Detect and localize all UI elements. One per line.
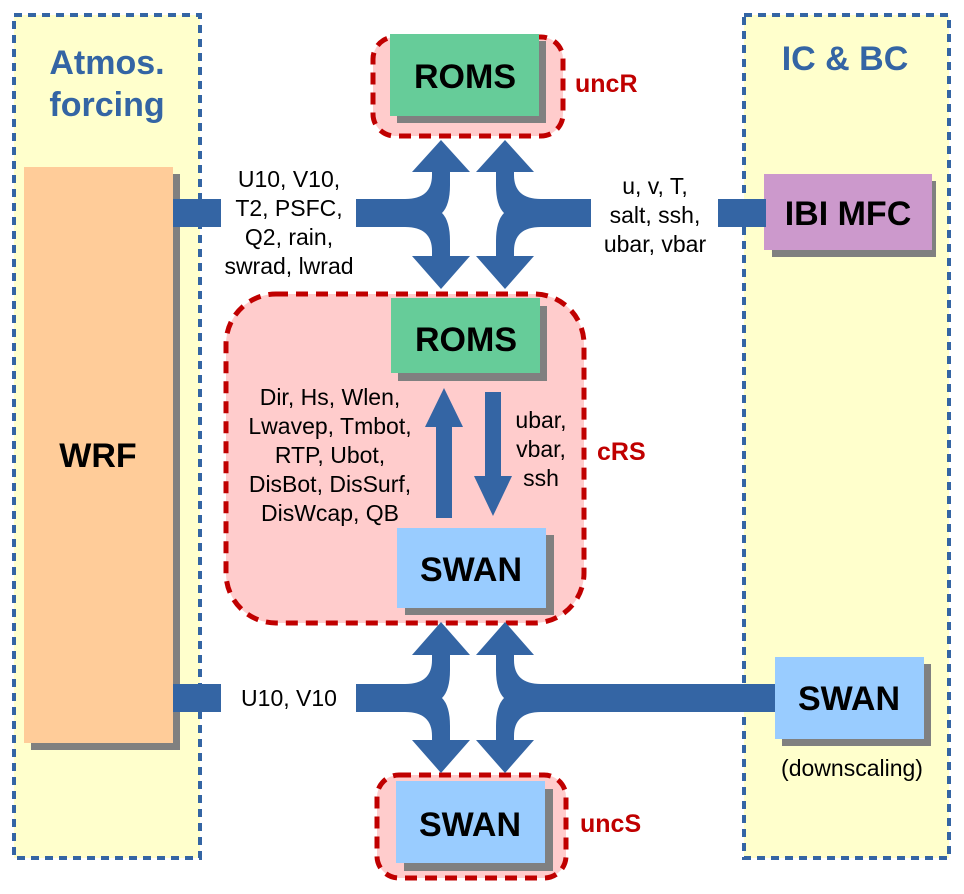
coupled-roms-swan-group: ROMS SWAN Dir, Hs, Wlen, Lwavep, Tmbot, … (223, 291, 646, 626)
wrf-to-roms-var-0: U10, V10, (238, 166, 340, 192)
swan-downscaling-note: (downscaling) (781, 755, 923, 781)
roms-uncoupled-label: ROMS (414, 58, 516, 96)
ibi-mfc-box: IBI MFC (764, 174, 936, 257)
roms-coupled-box (391, 298, 540, 373)
wrf-to-roms-var-2: Q2, rain, (245, 224, 333, 250)
uncoupled-swan-group: SWAN uncS (374, 772, 641, 881)
wrf-to-roms-connector: U10, V10, T2, PSFC, Q2, rain, swrad, lwr… (173, 140, 470, 289)
uncoupled-roms-group: ROMS uncR (370, 34, 638, 139)
ibi-to-roms-connector: u, v, T, salt, ssh, ubar, vbar (476, 140, 766, 289)
wrf-box-body (24, 167, 173, 743)
swan-downscaling-label: SWAN (798, 680, 900, 718)
ibi-mfc-label: IBI MFC (785, 195, 912, 233)
wrf-box: WRF (24, 167, 180, 750)
ic-bc-title: IC & BC (782, 40, 909, 78)
wrf-to-roms-vars: U10, V10, T2, PSFC, Q2, rain, swrad, lwr… (224, 166, 353, 279)
swan-downscaling-body (775, 657, 924, 739)
swan-downscaling-to-swan-connector (476, 622, 775, 773)
swan-to-roms-var-3: DisBot, DisSurf, (249, 471, 411, 497)
wrf-to-roms-var-3: swrad, lwrad (224, 253, 353, 279)
wrf-to-swan-split-arrow (356, 622, 470, 773)
roms-coupled-label: ROMS (415, 321, 517, 359)
ibi-to-roms-vars: u, v, T, salt, ssh, ubar, vbar (604, 173, 707, 257)
swan-coupled-box (397, 528, 546, 608)
ibi-to-roms-var-0: u, v, T, (622, 173, 688, 199)
swan-to-roms-vars: Dir, Hs, Wlen, Lwavep, Tmbot, RTP, Ubot,… (248, 384, 411, 526)
wrf-to-swan-stub (173, 684, 221, 712)
ibi-to-roms-var-1: salt, ssh, (610, 202, 701, 228)
ibi-to-roms-stub (718, 199, 766, 227)
uncs-tag: uncS (580, 810, 641, 838)
swan-to-roms-var-1: Lwavep, Tmbot, (248, 413, 411, 439)
roms-to-swan-var-2: ssh (523, 465, 559, 491)
swan-to-roms-var-0: Dir, Hs, Wlen, (260, 384, 401, 410)
wrf-to-swan-var-0: U10, V10 (241, 685, 337, 711)
roms-to-swan-vars: ubar, vbar, ssh (515, 407, 566, 491)
ibi-mfc-body (764, 174, 932, 250)
ibi-to-roms-split-arrow (476, 140, 591, 289)
swan-uncoupled-label: SWAN (419, 806, 521, 844)
wrf-to-roms-split-arrow (356, 140, 470, 289)
swan-downscaling-split-arrow (476, 622, 775, 773)
roms-to-swan-var-0: ubar, (515, 407, 566, 433)
roms-to-swan-var-1: vbar, (516, 436, 566, 462)
crs-tag: cRS (597, 438, 646, 466)
atmos-forcing-title-line1: Atmos. (49, 44, 164, 82)
swan-uncoupled-box (396, 781, 545, 863)
roms-uncoupled-box (390, 34, 539, 116)
wrf-to-roms-var-1: T2, PSFC, (235, 195, 342, 221)
uncr-tag: uncR (575, 70, 638, 98)
swan-coupled-label: SWAN (420, 551, 522, 589)
swan-downscaling-box: SWAN (downscaling) (775, 657, 931, 781)
wrf-label: WRF (59, 437, 136, 475)
roms-to-swan-arrow (474, 392, 512, 516)
swan-to-roms-var-4: DisWcap, QB (261, 500, 399, 526)
swan-to-roms-var-2: RTP, Ubot, (275, 442, 385, 468)
wrf-to-swan-connector: U10, V10 (173, 622, 470, 773)
atmos-forcing-title-line2: forcing (49, 86, 164, 124)
swan-to-roms-arrow (425, 388, 463, 518)
ibi-to-roms-var-2: ubar, vbar (604, 231, 707, 257)
wrf-to-roms-stub (173, 199, 221, 227)
